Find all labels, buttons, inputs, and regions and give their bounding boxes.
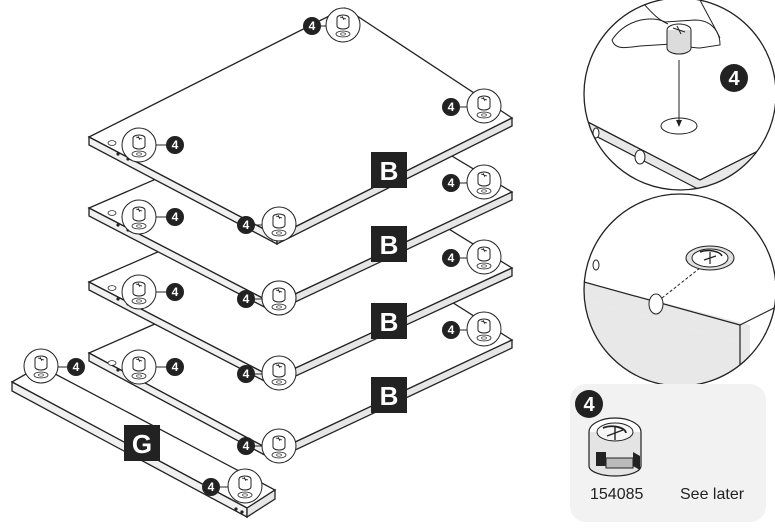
badge-text: 4 <box>448 251 455 265</box>
detail-insert-cam: 4 <box>583 0 775 191</box>
badge-text: 4 <box>309 19 316 33</box>
badge-text: 4 <box>172 285 179 299</box>
badge-text: 4 <box>73 360 80 374</box>
cam-callout-strip-left: 4 <box>24 349 85 383</box>
badge-text: 4 <box>448 100 455 114</box>
cam-callout-strip-right: 4 <box>202 469 262 503</box>
strip-label: G <box>124 425 160 461</box>
cam-callout-top-left: 4 <box>122 128 184 162</box>
badge-text: 4 <box>243 218 250 232</box>
cam-callout-bottom-front: 4 <box>237 429 296 463</box>
cam-callout-second-right: 4 <box>442 165 501 199</box>
cam-callout-bottom-right: 4 <box>442 312 501 346</box>
badge-text: 4 <box>243 439 250 453</box>
cam-callout-top-back: 4 <box>303 8 360 42</box>
panel-label-third: B <box>371 303 407 339</box>
cam-callouts: 4 4 4 4 4 <box>24 8 501 503</box>
part-card: 4 154085 See later <box>570 384 766 522</box>
badge-text: 4 <box>243 367 250 381</box>
badge-text: 4 <box>243 292 250 306</box>
badge-text: 4 <box>172 138 179 152</box>
part-number: 154085 <box>590 486 643 503</box>
part-card-badge-circle <box>575 390 603 418</box>
strip-letter: G <box>132 429 152 459</box>
cam-part-icon <box>588 417 642 477</box>
cam-callout-third-left: 4 <box>122 275 184 309</box>
detail-badge-text: 4 <box>728 68 740 90</box>
cam-callout-third-front <box>262 281 296 315</box>
part-note: See later <box>680 486 745 503</box>
badge-text: 4 <box>172 360 179 374</box>
panel-letter-bottom: B <box>380 381 399 411</box>
badge-text: 4 <box>172 210 179 224</box>
badge-text: 4 <box>208 480 215 494</box>
panel-letter-third: B <box>380 307 399 337</box>
cam-callout-bottom-mid: 4 <box>237 356 296 390</box>
detail-cam-alignment <box>583 193 775 387</box>
part-card-badge-text: 4 <box>583 394 595 416</box>
cam-callout-second-front: 4 <box>237 281 296 315</box>
panel-letter-top: B <box>380 156 399 186</box>
panel-label-bottom: B <box>371 377 407 413</box>
panel-letter-second: B <box>380 230 399 260</box>
panel-label-top: B <box>371 152 407 188</box>
cam-callout-top-right: 4 <box>442 89 501 123</box>
panel-label-second: B <box>371 226 407 262</box>
cam-callout-top-front: 4 <box>237 207 296 241</box>
cam-callout-second-left: 4 <box>122 200 184 234</box>
cam-callout-third-right: 4 <box>442 240 501 274</box>
cam-callout-bottom-left: 4 <box>122 350 184 384</box>
detail-badge-circle <box>720 64 748 92</box>
badge-text: 4 <box>448 176 455 190</box>
badge-text: 4 <box>448 323 455 337</box>
